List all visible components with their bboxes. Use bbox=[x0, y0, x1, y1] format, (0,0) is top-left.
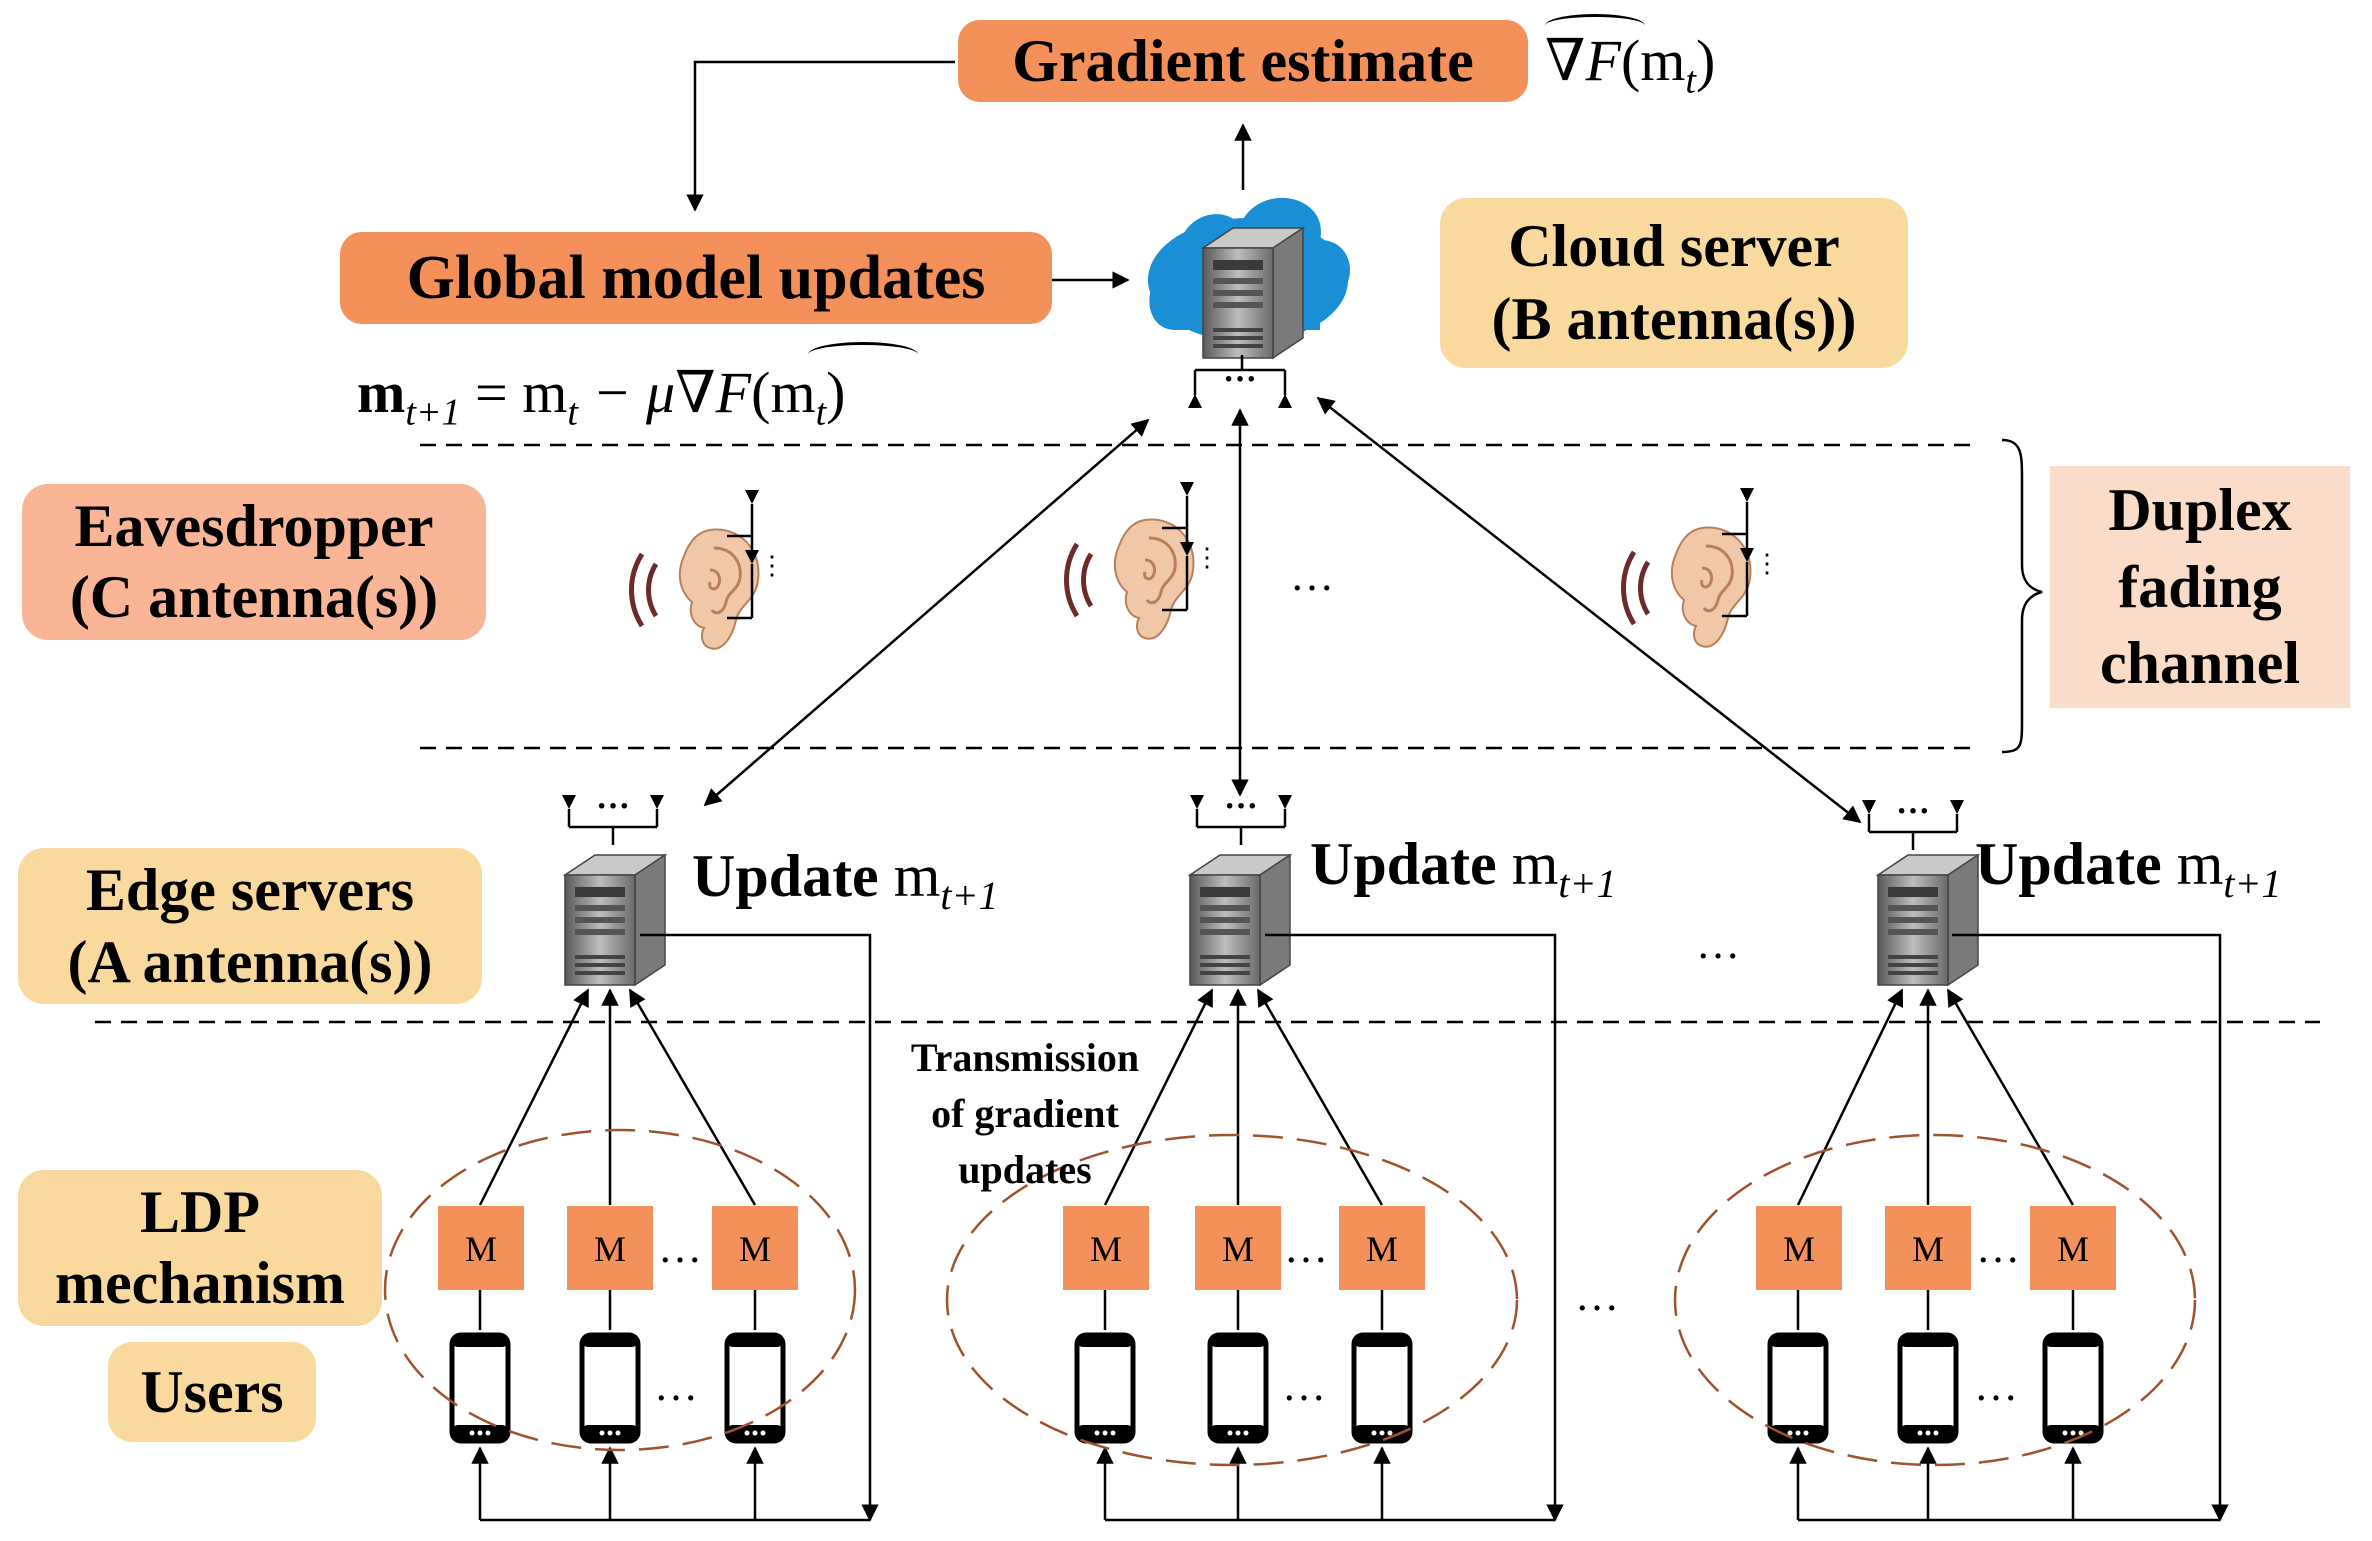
eavesdropper-line2: (C antenna(s)) bbox=[69, 564, 439, 630]
phone-ellipsis-2: … bbox=[1282, 1361, 1326, 1410]
cloud-antenna-icon: ··· bbox=[1188, 355, 1292, 408]
transmission-line1: Transmission bbox=[910, 1035, 1140, 1080]
ldp-mechanism-label: LDP mechanism bbox=[18, 1170, 382, 1326]
channel-region bbox=[95, 438, 2320, 1024]
phone-ellipsis-1: … bbox=[654, 1361, 698, 1410]
ear-icon bbox=[632, 530, 759, 649]
duplex-channel-label: Duplex fading channel bbox=[2050, 466, 2350, 708]
phone-icon bbox=[1077, 1335, 1133, 1441]
edge-update-label-2: Update mt+1 bbox=[1310, 830, 1616, 907]
eavesdropper-2 bbox=[1067, 480, 1222, 639]
antenna-icon bbox=[1188, 786, 1294, 847]
users-label: Users bbox=[108, 1342, 316, 1442]
update-arg: (m bbox=[751, 360, 816, 425]
phone-icon bbox=[582, 1335, 638, 1441]
edge-ellipsis: … bbox=[1696, 919, 1740, 968]
edge-update-label-1: Update mt+1 bbox=[692, 842, 998, 919]
edge-server-icon bbox=[1189, 854, 1291, 986]
edge-m: m bbox=[1511, 831, 1559, 897]
edge-m: m bbox=[893, 843, 941, 909]
eavesdropper-ellipsis: … bbox=[1290, 551, 1334, 600]
antenna-icon bbox=[1860, 791, 1966, 852]
grad-sub: t bbox=[1685, 59, 1696, 102]
grad-symbol: ∇F bbox=[1545, 28, 1621, 93]
eavesdropper-line1: Eavesdropper bbox=[74, 493, 434, 560]
m-ellipsis-1: … bbox=[658, 1223, 702, 1272]
phone-ellipsis-3: … bbox=[1974, 1361, 2018, 1410]
m-ellipsis-3: … bbox=[1976, 1223, 2020, 1272]
edge-servers-label: Edge servers (A antenna(s)) bbox=[18, 848, 482, 1004]
transmission-label: Transmission of gradient updates bbox=[880, 1030, 1170, 1198]
m-ellipsis-2: … bbox=[1284, 1223, 1328, 1272]
cloud-server-icon bbox=[1148, 197, 1350, 359]
transmission-line2: of gradient bbox=[931, 1091, 1119, 1136]
phone-icon bbox=[727, 1335, 783, 1441]
transmission-line3: updates bbox=[958, 1147, 1092, 1192]
ear-icon bbox=[1067, 520, 1194, 639]
gradient-estimate-text: Gradient estimate bbox=[1012, 27, 1474, 94]
edge-server-icon bbox=[564, 854, 666, 986]
ldp-line2: mechanism bbox=[55, 1250, 345, 1316]
global-model-updates-text: Global model updates bbox=[406, 243, 986, 312]
edge-server-icon bbox=[1877, 854, 1979, 986]
edge-sub: t+1 bbox=[2223, 861, 2282, 906]
channel-links bbox=[703, 396, 1862, 824]
group-ellipsis: … bbox=[1575, 1271, 1619, 1320]
eavesdropper-label: Eavesdropper (C antenna(s)) bbox=[22, 484, 486, 640]
cloud-server-line2: (B antenna(s)) bbox=[1491, 286, 1857, 352]
update-word: Update bbox=[692, 843, 879, 909]
svg-text:···: ··· bbox=[1223, 361, 1257, 398]
update-close: ) bbox=[826, 360, 846, 425]
antenna-icon bbox=[560, 786, 666, 847]
edge-line1: Edge servers bbox=[85, 857, 415, 923]
phone-icon bbox=[452, 1335, 508, 1441]
duplex-line2: fading bbox=[2118, 553, 2282, 620]
edge-update-label-3: Update mt+1 bbox=[1975, 830, 2281, 907]
ldp-line1: LDP bbox=[140, 1179, 260, 1246]
edge-sub: t+1 bbox=[940, 873, 999, 918]
eavesdropper-3 bbox=[1624, 486, 1782, 647]
update-eq-sub: t bbox=[567, 391, 578, 434]
update-minus: − μ bbox=[577, 360, 676, 425]
edge-sub: t+1 bbox=[1558, 861, 1617, 906]
edge-group-3 bbox=[1673, 791, 2229, 1522]
update-lhs-sub: t+1 bbox=[405, 391, 461, 434]
duplex-line1: Duplex bbox=[2108, 476, 2292, 543]
gradient-estimate-label: Gradient estimate bbox=[958, 20, 1528, 102]
duplex-line3: channel bbox=[2099, 630, 2301, 697]
update-word: Update bbox=[1975, 831, 2162, 897]
global-model-updates-label: Global model updates bbox=[340, 232, 1052, 324]
update-formula: mt+1 = mt − μ∇F(mt) bbox=[357, 358, 845, 435]
grad-close: ) bbox=[1695, 28, 1716, 93]
grad-hat bbox=[1545, 14, 1645, 37]
users-text: Users bbox=[140, 1358, 284, 1425]
phone-icon bbox=[1770, 1335, 1826, 1441]
update-word: Update bbox=[1310, 831, 1497, 897]
phone-icon bbox=[2045, 1335, 2101, 1441]
ear-icon bbox=[1624, 528, 1751, 647]
phone-icon bbox=[1900, 1335, 1956, 1441]
update-grad-hat bbox=[808, 342, 918, 367]
edge-group-2 bbox=[945, 786, 1564, 1522]
edge-line2: (A antenna(s)) bbox=[67, 929, 433, 995]
grad-arg: (m bbox=[1620, 28, 1686, 93]
cloud-server-label: Cloud server (B antenna(s)) bbox=[1440, 198, 1908, 368]
update-grad: ∇F bbox=[675, 360, 752, 425]
update-arg-sub: t bbox=[815, 391, 827, 434]
gradient-formula: ∇F(mt) bbox=[1545, 26, 1715, 103]
update-eq: = m bbox=[460, 360, 568, 425]
edge-group-1 bbox=[383, 786, 879, 1522]
phone-icon bbox=[1210, 1335, 1266, 1441]
cloud-server-line1: Cloud server bbox=[1508, 212, 1840, 279]
edge-m: m bbox=[2176, 831, 2224, 897]
eavesdropper-1 bbox=[632, 488, 787, 649]
feedback-loop bbox=[686, 60, 1252, 289]
update-lhs: m bbox=[357, 360, 406, 425]
phone-icon bbox=[1354, 1335, 1410, 1441]
